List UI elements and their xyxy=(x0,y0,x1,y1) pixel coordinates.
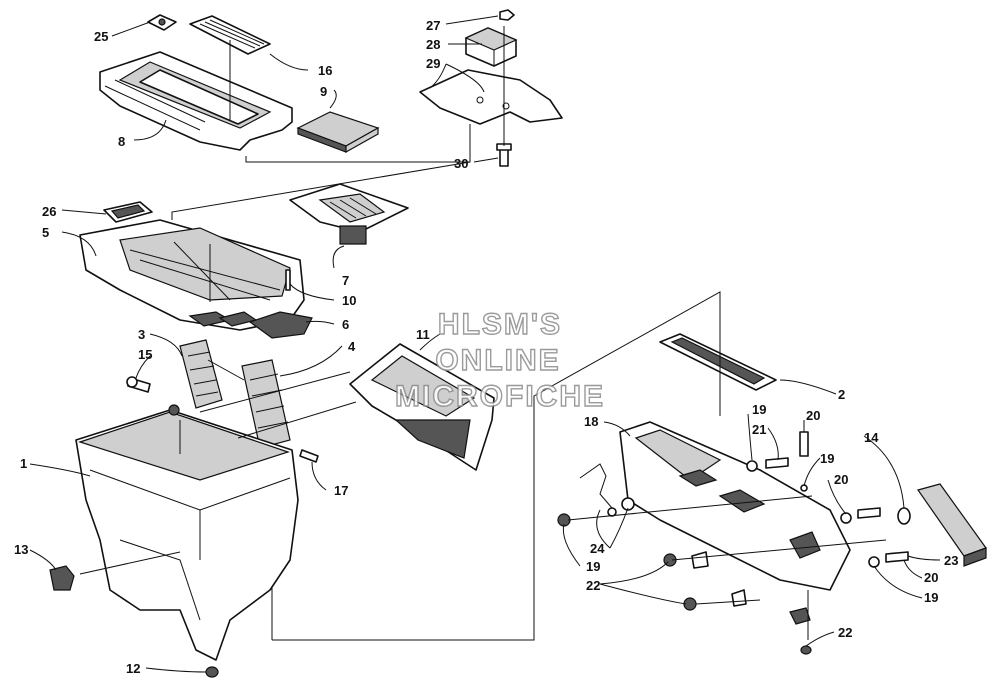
part-11-duct xyxy=(349,343,495,471)
callout-27: 27 xyxy=(426,18,440,33)
callout-16: 16 xyxy=(318,63,332,78)
hardware-small xyxy=(557,431,911,655)
callout-11: 11 xyxy=(416,327,430,342)
leader-lines xyxy=(29,15,941,673)
callout-24: 24 xyxy=(590,541,605,556)
watermark-line-2: ONLINE xyxy=(435,344,560,377)
callout-19-c: 19 xyxy=(924,590,938,605)
watermark: HLSM'S ONLINE MICROFICHE xyxy=(394,307,605,413)
callout-6: 6 xyxy=(342,317,349,332)
callout-14: 14 xyxy=(864,430,879,445)
part-15-bolt xyxy=(126,376,151,393)
callout-22-b: 22 xyxy=(838,625,852,640)
part-24-wire xyxy=(579,463,613,509)
callouts: 25 16 9 8 27 28 29 30 26 5 7 10 6 3 15 4… xyxy=(14,18,958,676)
callout-2: 2 xyxy=(838,387,845,402)
part-29-bracket xyxy=(419,69,563,125)
part-13-clip xyxy=(49,565,75,591)
callout-17: 17 xyxy=(334,483,348,498)
callout-28: 28 xyxy=(426,37,440,52)
part-18-panel xyxy=(619,421,851,591)
callout-7: 7 xyxy=(342,273,349,288)
callout-13: 13 xyxy=(14,542,28,557)
callout-29: 29 xyxy=(426,56,440,71)
part-6-boot xyxy=(248,311,313,339)
part-5-tray xyxy=(79,219,305,331)
assembly-lines xyxy=(79,26,887,641)
callout-1: 1 xyxy=(20,456,27,471)
part-23-foam xyxy=(917,483,987,567)
callout-10: 10 xyxy=(342,293,356,308)
part-26-seal xyxy=(103,201,153,223)
part-8-lid xyxy=(99,51,293,151)
callout-20-c: 20 xyxy=(924,570,938,585)
part-17-screw xyxy=(299,449,319,463)
part-7-intake xyxy=(289,183,409,245)
callout-19-d: 19 xyxy=(586,559,600,574)
part-12-grommet xyxy=(205,666,219,678)
part-9-filter xyxy=(296,111,380,154)
callout-20-b: 20 xyxy=(834,472,848,487)
part-2-seal xyxy=(659,333,777,391)
part-10-screw xyxy=(285,269,291,291)
part-3-gasket xyxy=(179,339,223,409)
part-1-airbox xyxy=(75,404,299,661)
callout-5: 5 xyxy=(42,225,49,240)
callout-30: 30 xyxy=(454,156,468,171)
part-16-strip xyxy=(189,15,271,55)
watermark-line-3: MICROFICHE xyxy=(395,380,605,413)
callout-23: 23 xyxy=(944,553,958,568)
callout-19-b: 19 xyxy=(820,451,834,466)
callout-8: 8 xyxy=(118,134,125,149)
callout-21: 21 xyxy=(752,422,766,437)
callout-4: 4 xyxy=(348,339,356,354)
callout-15: 15 xyxy=(138,347,152,362)
callout-25: 25 xyxy=(94,29,108,44)
part-27-nut xyxy=(499,9,515,21)
callout-22-a: 22 xyxy=(586,578,600,593)
part-25-clip xyxy=(147,14,177,31)
callout-20-a: 20 xyxy=(806,408,820,423)
callout-9: 9 xyxy=(320,84,327,99)
callout-18: 18 xyxy=(584,414,598,429)
watermark-line-1: HLSM'S xyxy=(438,308,562,341)
callout-3: 3 xyxy=(138,327,145,342)
callout-12: 12 xyxy=(126,661,140,676)
part-30-bolt xyxy=(496,143,512,167)
callout-26: 26 xyxy=(42,204,56,219)
callout-19-a: 19 xyxy=(752,402,766,417)
part-28-relay xyxy=(464,27,518,67)
